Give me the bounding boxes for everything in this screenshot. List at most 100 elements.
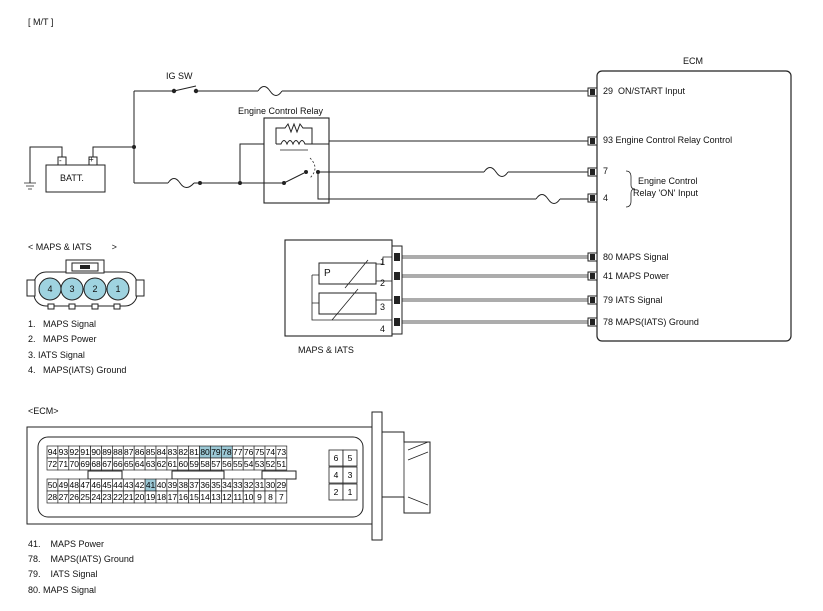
ecm-pin-number-92: 92 <box>70 447 80 457</box>
ecm-pin-number-39: 39 <box>168 480 178 490</box>
maps-legend-3: 3. IATS Signal <box>28 350 85 360</box>
maps-legend-4: 4. MAPS(IATS) Ground <box>28 365 127 375</box>
ecm-legend-4: 80. MAPS Signal <box>28 585 97 595</box>
ecm-pin-number-44: 44 <box>113 480 123 490</box>
ecm-pin-number-86: 86 <box>135 447 145 457</box>
ecm-pin-number-71: 71 <box>59 459 69 469</box>
ecm-pin-number-36: 36 <box>200 480 210 490</box>
ecm-pin-number-31: 31 <box>255 480 265 490</box>
maps-conn-pin-4: 4 <box>47 284 53 294</box>
ecm-pin-number-34: 34 <box>222 480 232 490</box>
relay-input-brace <box>625 170 636 208</box>
ecm-pin-7: 7 <box>603 166 609 176</box>
ecm-pin-number-15: 15 <box>189 492 199 502</box>
battery-label: BATT. <box>60 173 84 183</box>
ecm-pin-29: 29 ON/START Input <box>603 86 686 96</box>
relay-input-label-2: Relay 'ON' Input <box>633 188 698 198</box>
ecm-legend-2: 78. MAPS(IATS) Ground <box>28 554 134 564</box>
ecm-pin-number-37: 37 <box>189 480 199 490</box>
ecm-pin-number-49: 49 <box>59 480 69 490</box>
ecm-pin-number-48: 48 <box>70 480 80 490</box>
ecm-pin-number-20: 20 <box>135 492 145 502</box>
battery-minus: - <box>59 156 62 165</box>
ecm-pin-number-78: 78 <box>222 447 232 457</box>
maps-p-label: P <box>324 268 331 279</box>
ecm-pin-number-32: 32 <box>244 480 254 490</box>
ecm-pin-number-16: 16 <box>179 492 189 502</box>
ecm-pin-4: 4 <box>603 193 609 203</box>
ecm-side-pin-number-6: 6 <box>334 453 339 463</box>
ecm-pin-number-91: 91 <box>80 447 90 457</box>
sensor-pin-4: 4 <box>380 324 386 334</box>
ecm-pin-number-87: 87 <box>124 447 134 457</box>
ecm-pin-number-41: 41 <box>146 480 156 490</box>
ecm-pin-number-73: 73 <box>277 447 287 457</box>
ecm-pin-number-75: 75 <box>255 447 265 457</box>
ecm-pin-number-63: 63 <box>146 459 156 469</box>
ecm-pin-80: 80 MAPS Signal <box>603 252 669 262</box>
ecm-title: ECM <box>683 56 703 66</box>
ecm-pin-number-46: 46 <box>91 480 101 490</box>
ecm-pin-number-74: 74 <box>266 447 276 457</box>
ecm-pin-number-43: 43 <box>124 480 134 490</box>
variant-label: [ M/T ] <box>28 17 54 27</box>
battery-plus: + <box>89 155 94 164</box>
maps-connector-title: < MAPS & IATS > <box>28 242 117 252</box>
ecm-side-pin-number-5: 5 <box>348 453 353 463</box>
sensor-pin-1: 1 <box>380 257 386 267</box>
ecm-side-pin-cell-5 <box>342 449 358 467</box>
maps-conn-pin-3: 3 <box>69 284 75 294</box>
ecm-pin-number-50: 50 <box>48 480 58 490</box>
ecm-pin-number-52: 52 <box>266 459 276 469</box>
ecm-pin-number-64: 64 <box>135 459 145 469</box>
ecm-pin-number-82: 82 <box>179 447 189 457</box>
ecm-pin-number-35: 35 <box>211 480 221 490</box>
ecm-pin-number-7: 7 <box>279 492 284 502</box>
ecm-pin-number-60: 60 <box>179 459 189 469</box>
ecm-pin-number-17: 17 <box>168 492 178 502</box>
ecm-pin-number-72: 72 <box>48 459 58 469</box>
ecm-pin-number-66: 66 <box>113 459 123 469</box>
ecm-pin-number-58: 58 <box>200 459 210 469</box>
fuse-4-icon <box>535 194 561 204</box>
ecm-side-pin-cell-1 <box>342 483 358 501</box>
ecm-side-pin-number-4: 4 <box>334 470 339 480</box>
ecm-pin-number-25: 25 <box>80 492 90 502</box>
relay-label: Engine Control Relay <box>238 106 324 116</box>
maps-legend-1: 1. MAPS Signal <box>28 319 97 329</box>
ecm-side-pin-number-2: 2 <box>334 487 339 497</box>
sensor-pin-3: 3 <box>380 302 386 312</box>
ecm-pin-number-68: 68 <box>91 459 101 469</box>
ecm-pin-number-94: 94 <box>48 447 58 457</box>
sensor-pin-2: 2 <box>380 278 386 288</box>
ecm-pin-number-18: 18 <box>157 492 167 502</box>
ecm-pin-number-57: 57 <box>211 459 221 469</box>
ecm-pin-number-93: 93 <box>59 447 69 457</box>
ecm-pin-number-62: 62 <box>157 459 167 469</box>
ecm-box <box>596 70 792 342</box>
ecm-pin-number-29: 29 <box>277 480 287 490</box>
ecm-pin-number-76: 76 <box>244 447 254 457</box>
ecm-pin-number-40: 40 <box>157 480 167 490</box>
ecm-pin-number-67: 67 <box>102 459 112 469</box>
ecm-pin-number-47: 47 <box>80 480 90 490</box>
ecm-pin-number-83: 83 <box>168 447 178 457</box>
ecm-pin-number-80: 80 <box>200 447 210 457</box>
maps-iats-sensor <box>284 239 403 337</box>
ecm-pin-number-24: 24 <box>91 492 101 502</box>
ecm-pin-cell-7 <box>275 490 288 504</box>
ecm-pin-number-51: 51 <box>277 459 287 469</box>
ecm-pin-cell-51 <box>275 457 288 471</box>
ecm-pin-number-33: 33 <box>233 480 243 490</box>
sensor-label: MAPS & IATS <box>298 345 354 355</box>
ecm-pin-number-22: 22 <box>113 492 123 502</box>
relay-input-label-1: Engine Control <box>638 176 698 186</box>
ecm-pin-number-79: 79 <box>211 447 221 457</box>
ecm-pin-number-28: 28 <box>48 492 58 502</box>
ecm-pin-number-10: 10 <box>244 492 254 502</box>
ecm-pin-number-19: 19 <box>146 492 156 502</box>
ecm-pin-number-21: 21 <box>124 492 134 502</box>
